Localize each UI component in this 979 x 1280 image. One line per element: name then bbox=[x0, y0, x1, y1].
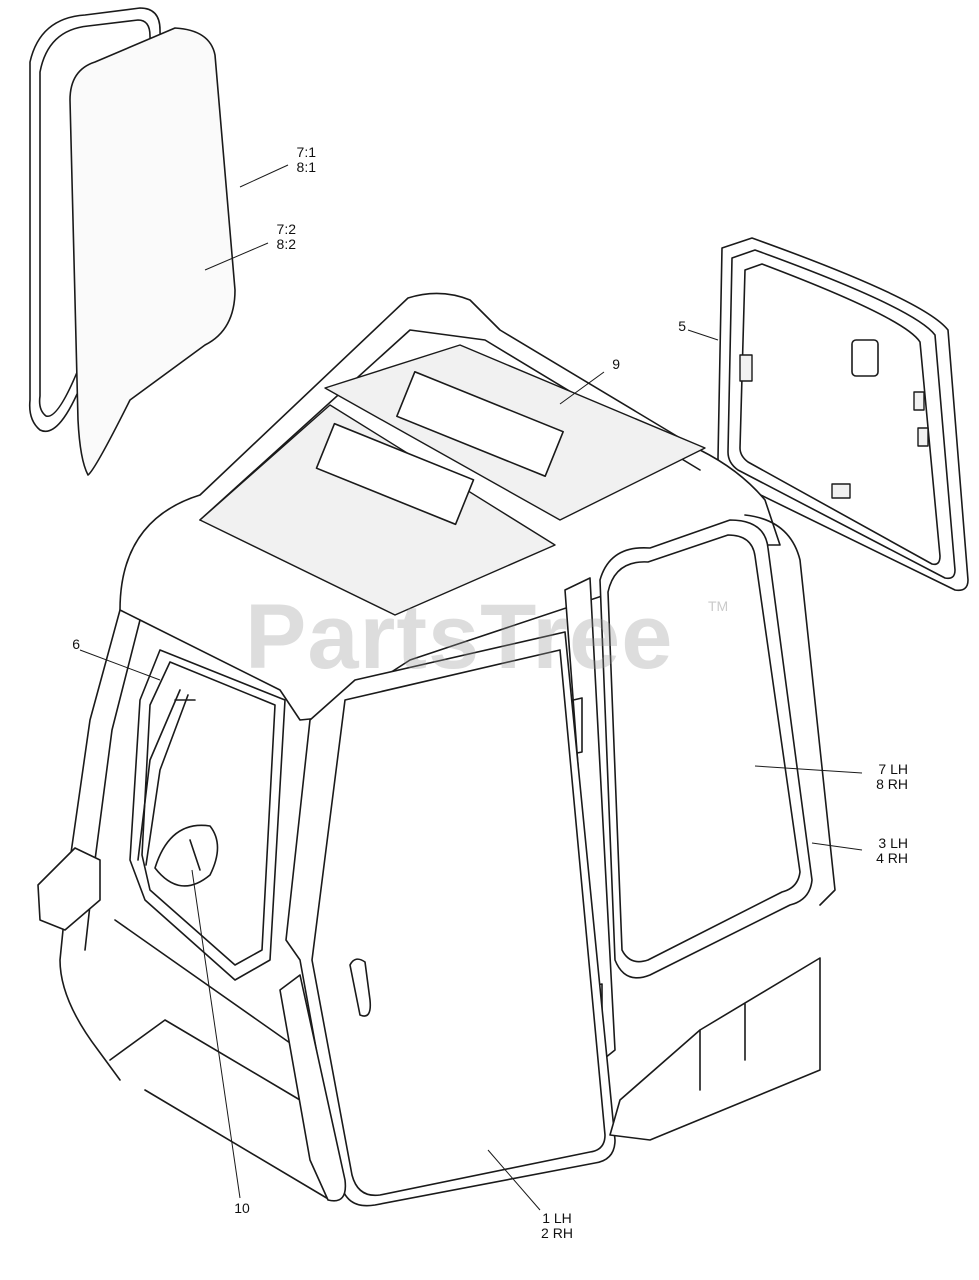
watermark-logo: PartsTree bbox=[245, 586, 674, 688]
callout-10: 10 bbox=[224, 1201, 260, 1216]
callout-line: 8:2 bbox=[276, 236, 296, 252]
callout-line: 10 bbox=[234, 1200, 250, 1216]
callout-9: 9 bbox=[600, 357, 620, 372]
callout-line: 4 RH bbox=[876, 850, 908, 866]
callout-5: 5 bbox=[664, 319, 686, 334]
callout-line: 7:1 bbox=[296, 144, 316, 160]
callout-7-2-8-2: 7:2 8:2 bbox=[254, 222, 296, 252]
callout-3-lh-4-rh: 3 LH 4 RH bbox=[856, 836, 908, 866]
cab-body bbox=[37, 292, 836, 1207]
callout-7-lh-8-rh: 7 LH 8 RH bbox=[856, 762, 908, 792]
leader-lines bbox=[79, 164, 863, 1211]
callout-line: 2 RH bbox=[541, 1225, 573, 1241]
callout-line: 8 RH bbox=[876, 776, 908, 792]
callout-line: 9 bbox=[612, 356, 620, 372]
side-window-frame bbox=[717, 237, 969, 592]
callout-line: 5 bbox=[678, 318, 686, 334]
callout-6: 6 bbox=[60, 637, 80, 652]
callout-line: 1 LH bbox=[542, 1210, 572, 1226]
callout-7-1-8-1: 7:1 8:1 bbox=[274, 145, 316, 175]
trademark-mark: TM bbox=[708, 598, 729, 614]
callout-line: 8:1 bbox=[296, 159, 316, 175]
callout-line: 3 LH bbox=[878, 835, 908, 851]
rear-glass-seal bbox=[28, 7, 236, 476]
callout-1-lh-2-rh: 1 LH 2 RH bbox=[530, 1211, 584, 1241]
callout-line: 6 bbox=[72, 636, 80, 652]
callout-line: 7 LH bbox=[878, 761, 908, 777]
callout-line: 7:2 bbox=[276, 221, 296, 237]
